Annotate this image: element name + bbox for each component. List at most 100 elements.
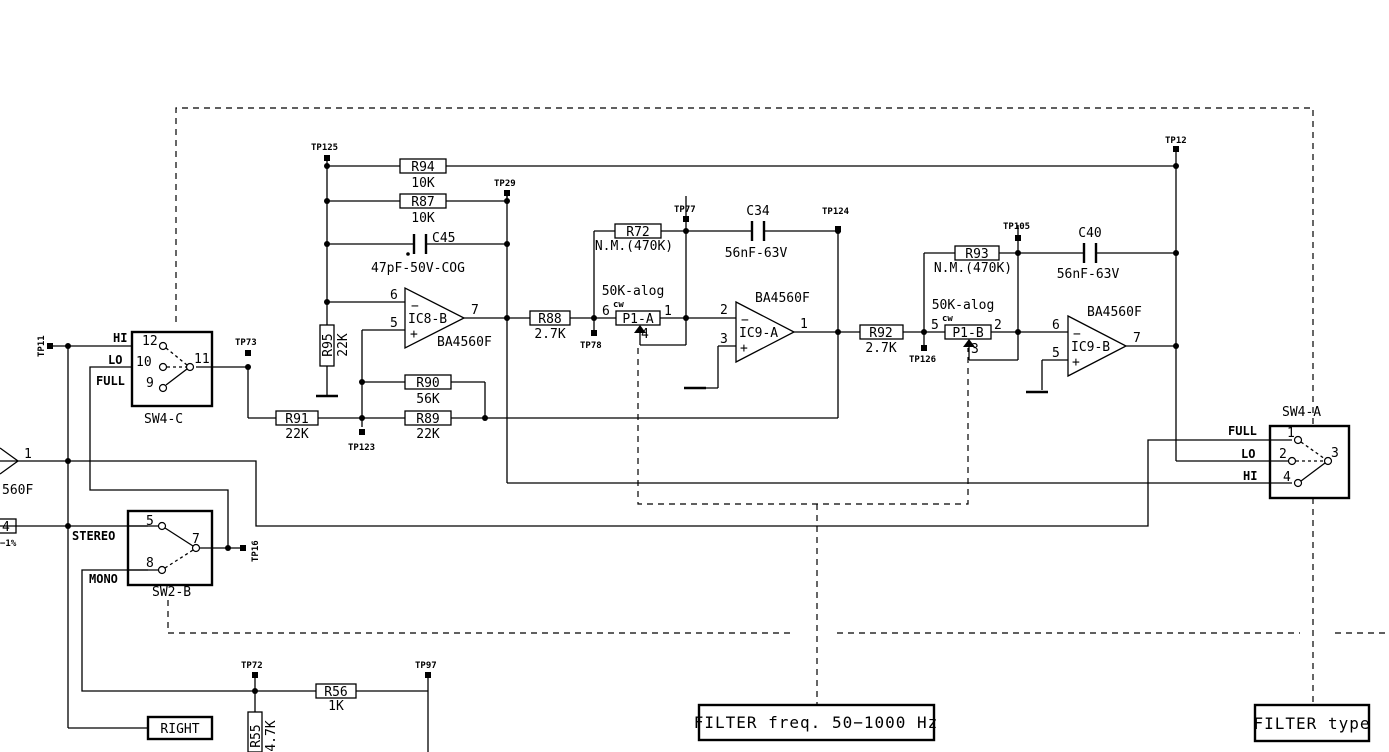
testpoint-tp77: TP77 <box>674 205 696 222</box>
switch-sw4c: 12 10 9 11 HI LO FULL SW4-C <box>96 330 214 427</box>
pot-value: 50K-alog <box>932 298 995 313</box>
pin-number: 3 <box>1331 446 1339 461</box>
wiper-arrow-icon <box>963 339 975 347</box>
capacitor-value: 56nF-63V <box>725 246 788 261</box>
resistor-r93: R93 N.M.(470K) <box>934 245 1012 276</box>
filter-type-label: FILTER type <box>1254 703 1371 743</box>
pin-number: 3 <box>720 332 728 347</box>
potentiometer-p1b: P1-B 50K-alog cw 5 2 3 <box>931 298 1002 357</box>
testpoint-tp78: TP78 <box>580 330 602 351</box>
pin-number: 2 <box>1279 447 1287 462</box>
switch-name: SW4-C <box>144 412 183 427</box>
svg-text:FILTER type: FILTER type <box>1254 714 1371 733</box>
switch-name: SW4-A <box>1282 405 1321 420</box>
capacitor-value: 47pF-50V-COG <box>371 261 465 276</box>
pin-number: 2 <box>994 318 1002 333</box>
pin-sign: − <box>1073 327 1081 342</box>
resistor-r72: R72 N.M.(470K) <box>595 223 673 254</box>
resistor-value: 22K <box>416 427 440 442</box>
opamp-ref: IC9-B <box>1071 340 1110 355</box>
resistor-value: 2.7K <box>534 327 565 342</box>
resistor-value: 56K <box>416 392 440 407</box>
switch-pos-label: MONO <box>89 572 118 586</box>
right-label: RIGHT <box>146 715 214 741</box>
pin-number: 5 <box>390 316 398 331</box>
testpoint-tp16: TP16 <box>240 540 261 562</box>
testpoint-tp97: TP97 <box>415 661 437 678</box>
svg-text:TP126: TP126 <box>909 355 936 365</box>
pin-sign: + <box>410 327 418 342</box>
resistor-r87: R87 10K <box>399 193 447 226</box>
testpoint-tp29: TP29 <box>494 179 516 201</box>
resistor-value: N.M.(470K) <box>595 239 673 254</box>
pin-number: 7 <box>1133 331 1141 346</box>
resistor-ref: R93 <box>965 247 988 262</box>
capacitor-ref: C34 <box>746 204 770 219</box>
resistor-value: N.M.(470K) <box>934 261 1012 276</box>
opamp-part: BA4560F <box>1087 305 1142 320</box>
svg-text:TP29: TP29 <box>494 179 516 189</box>
switch-pos-label: FULL <box>1228 424 1257 438</box>
resistor-ref: R56 <box>324 685 347 700</box>
pin-number: 6 <box>1052 318 1060 333</box>
opamp-ref: IC9-A <box>739 326 778 341</box>
pin-sign: + <box>1072 355 1080 370</box>
capacitor-ref: C45 <box>432 231 455 246</box>
svg-text:FILTER freq. 50−1000 Hz: FILTER freq. 50−1000 Hz <box>694 713 939 732</box>
testpoint-tp124: TP124 <box>822 207 850 232</box>
pin-number: 4 <box>641 327 649 342</box>
switch-pos-label: LO <box>1241 447 1255 461</box>
filter-freq-label: FILTER freq. 50−1000 Hz <box>694 703 939 742</box>
resistor-r88: R88 2.7K <box>529 310 571 342</box>
testpoint-tp72: TP72 <box>241 661 263 678</box>
resistor-ref: R88 <box>538 312 561 327</box>
svg-text:TP16: TP16 <box>251 540 261 562</box>
svg-text:TP72: TP72 <box>241 661 263 671</box>
resistor-r92: R92 2.7K <box>859 324 904 356</box>
opamp-part: 560F <box>2 483 33 498</box>
pin-number: 4 <box>1283 470 1291 485</box>
pin-number: 1 <box>1287 426 1295 441</box>
dashed-guides <box>167 107 1389 705</box>
testpoint-tp11: TP11 <box>37 335 53 357</box>
resistor-ref: R91 <box>285 412 308 427</box>
svg-text:TP125: TP125 <box>311 143 338 153</box>
pot-value: 50K-alog <box>602 284 665 299</box>
pin-sign: − <box>411 299 419 314</box>
resistor-tolerance: −1% <box>0 539 17 549</box>
pot-ref: P1-B <box>952 326 983 341</box>
switch-sw2b: 5 8 7 STEREO MONO SW2-B <box>72 509 214 600</box>
resistor-ref: R95 <box>321 333 336 356</box>
pin-number: 3 <box>971 342 979 357</box>
switch-pos-label: HI <box>113 331 127 345</box>
pot-cw: cw <box>942 314 953 324</box>
resistor-value: 22K <box>285 427 309 442</box>
resistor-ref: R72 <box>626 225 649 240</box>
potentiometer-p1a: P1-A 50K-alog cw 6 1 4 <box>602 284 672 342</box>
pot-cw: cw <box>613 300 624 310</box>
svg-text:TP123: TP123 <box>348 443 375 453</box>
resistor-value: 4 <box>2 520 10 535</box>
switch-pos-label: LO <box>108 353 122 367</box>
pin-number: 1 <box>800 317 808 332</box>
pin-number: 7 <box>471 303 479 318</box>
opamp-part: BA4560F <box>755 291 810 306</box>
testpoint-tp125: TP125 <box>311 143 338 166</box>
pin-number: 8 <box>146 556 154 571</box>
resistor-r95: R95 22K <box>319 324 351 367</box>
resistor-value: 10K <box>411 176 435 191</box>
pin-number: 1 <box>24 447 32 462</box>
pin-number: 7 <box>192 532 200 547</box>
switch-name: SW2-B <box>152 585 191 600</box>
opamp-ic8b: IC8-B BA4560F − + 6 5 7 <box>390 286 492 350</box>
resistor-r56: R56 1K <box>315 683 357 714</box>
pin-number: 6 <box>602 304 610 319</box>
pin-number: 12 <box>142 334 158 349</box>
svg-text:TP105: TP105 <box>1003 222 1030 232</box>
resistor-ref: R92 <box>869 326 892 341</box>
switch-pos-label: HI <box>1243 469 1257 483</box>
testpoint-tp12: TP12 <box>1165 136 1187 152</box>
resistor-value: 2.7K <box>865 341 896 356</box>
left-edge-components: 1 560F 4 −1% <box>0 447 33 549</box>
pin-number: 10 <box>136 355 152 370</box>
